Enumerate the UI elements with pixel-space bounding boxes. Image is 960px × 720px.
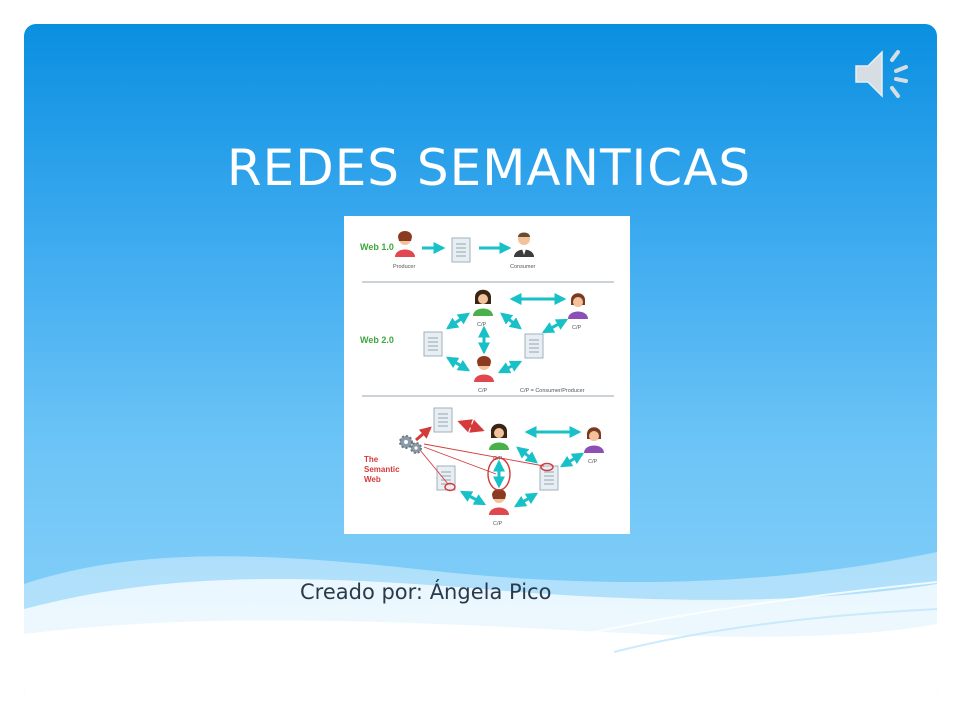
- document-icon: [436, 465, 456, 491]
- author-prefix: Creado por: [300, 580, 416, 604]
- web20-label: Web 2.0: [360, 335, 394, 345]
- web-evolution-diagram: Web 1.0 Producer Consumer Web 2.0 C/P C/…: [344, 216, 630, 534]
- slide: REDES SEMANTICAS: [24, 24, 937, 700]
- consumer-person-icon: [514, 232, 534, 257]
- wave-decoration: [24, 552, 937, 700]
- cp-person-red-icon: [489, 489, 509, 515]
- semantic-web-label-line3: Web: [364, 475, 381, 484]
- cp-person-purple-icon: [584, 427, 604, 453]
- cp-label: C/P: [493, 456, 503, 462]
- cp-person-red-icon: [474, 356, 494, 382]
- producer-label: Producer: [393, 264, 415, 270]
- cp-label: C/P: [588, 459, 598, 465]
- semantic-web-label-line1: The: [364, 455, 379, 464]
- cp-person-purple-icon: [568, 293, 588, 319]
- author-credit: Creado por: Ángela Pico: [300, 580, 552, 604]
- producer-person-icon: [395, 231, 415, 257]
- web10-label: Web 1.0: [360, 242, 394, 252]
- slide-title: REDES SEMANTICAS: [226, 139, 752, 197]
- cp-person-green-icon: [489, 423, 509, 450]
- document-icon: [433, 407, 453, 433]
- cp-label: C/P: [478, 388, 488, 394]
- document-icon: [451, 237, 471, 263]
- consumer-label: Consumer: [510, 264, 536, 270]
- gears-icon: [399, 435, 422, 454]
- cp-label: C/P: [493, 521, 503, 527]
- author-name: Ángela Pico: [429, 580, 552, 604]
- speaker-icon[interactable]: [850, 42, 914, 106]
- document-icon: [423, 331, 443, 357]
- cp-label: C/P: [572, 325, 582, 331]
- document-icon: [524, 333, 544, 359]
- cp-person-green-icon: [473, 289, 493, 316]
- cp-label: C/P: [477, 322, 487, 328]
- semantic-web-label-line2: Semantic: [364, 465, 400, 474]
- legend-text: C/P = Consumer/Producer: [520, 388, 585, 394]
